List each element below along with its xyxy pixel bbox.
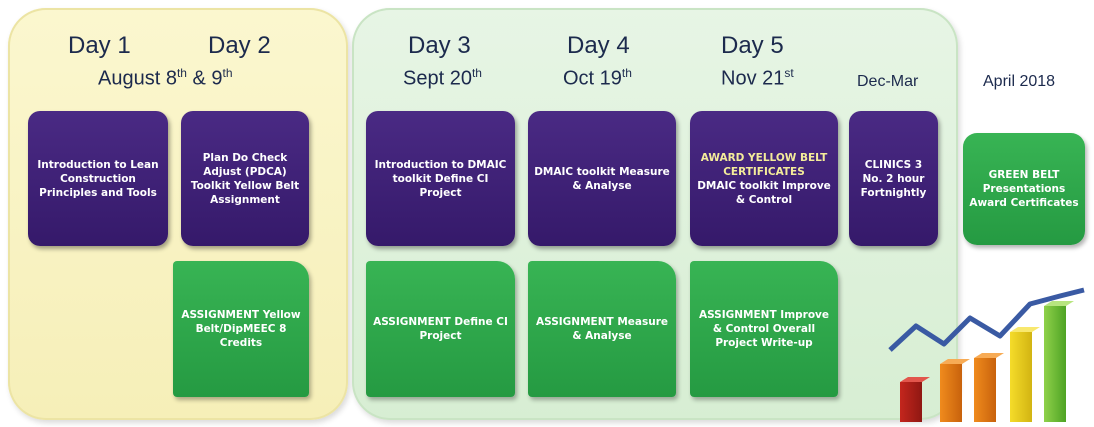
day2-heading: Day 2 [208, 32, 271, 59]
assignment-improve: ASSIGNMENT Improve & Control Overall Pro… [690, 261, 838, 397]
trend-line [888, 287, 1085, 352]
green-belt-box: GREEN BELT Presentations Award Certifica… [963, 133, 1085, 245]
bar-yellow [1010, 332, 1032, 422]
dec-mar-heading: Dec-Mar [857, 73, 919, 90]
bar-orange-1-top [940, 359, 970, 364]
day4-heading: Day 4 [567, 32, 630, 59]
day5-date: Nov 21st [721, 66, 794, 90]
august-date: August 8th & 9th [98, 66, 233, 90]
assignment-define: ASSIGNMENT Define CI Project [366, 261, 515, 397]
assignment-measure: ASSIGNMENT Measure & Analyse [528, 261, 676, 397]
bar-orange-2-top [974, 353, 1004, 358]
growth-chart-image [888, 287, 1085, 422]
bar-green [1044, 306, 1066, 422]
bar-red [900, 382, 922, 422]
chart-bars [900, 301, 1074, 422]
april-heading: April 2018 [983, 73, 1056, 90]
session-pdca: Plan Do Check Adjust (PDCA) Toolkit Yell… [181, 111, 309, 246]
bar-green-top [1044, 301, 1074, 306]
bar-orange-1 [940, 364, 962, 422]
day3-heading: Day 3 [408, 32, 471, 59]
bar-red-top [900, 377, 930, 382]
award-yellow-title: AWARD YELLOW BELT CERTIFICATES [700, 151, 828, 178]
day1-heading: Day 1 [68, 32, 131, 59]
session-dmaic-measure: DMAIC toolkit Measure & Analyse [528, 111, 676, 246]
session-clinics: CLINICS 3 No. 2 hour Fortnightly [849, 111, 938, 246]
award-yellow-detail: DMAIC toolkit Improve & Control [697, 179, 831, 206]
session-dmaic-define: Introduction to DMAIC toolkit Define CI … [366, 111, 515, 246]
day5-heading: Day 5 [721, 32, 784, 59]
session-intro-lean: Introduction to Lean Construction Princi… [28, 111, 168, 246]
day3-date: Sept 20th [403, 66, 482, 90]
session-award-yellow: AWARD YELLOW BELT CERTIFICATES DMAIC too… [690, 111, 838, 246]
assignment-yellow-belt: ASSIGNMENT Yellow Belt/DipMEEC 8 Credits [173, 261, 309, 397]
bar-orange-2 [974, 358, 996, 422]
bar-yellow-top [1010, 327, 1040, 332]
day4-date: Oct 19th [563, 66, 632, 90]
